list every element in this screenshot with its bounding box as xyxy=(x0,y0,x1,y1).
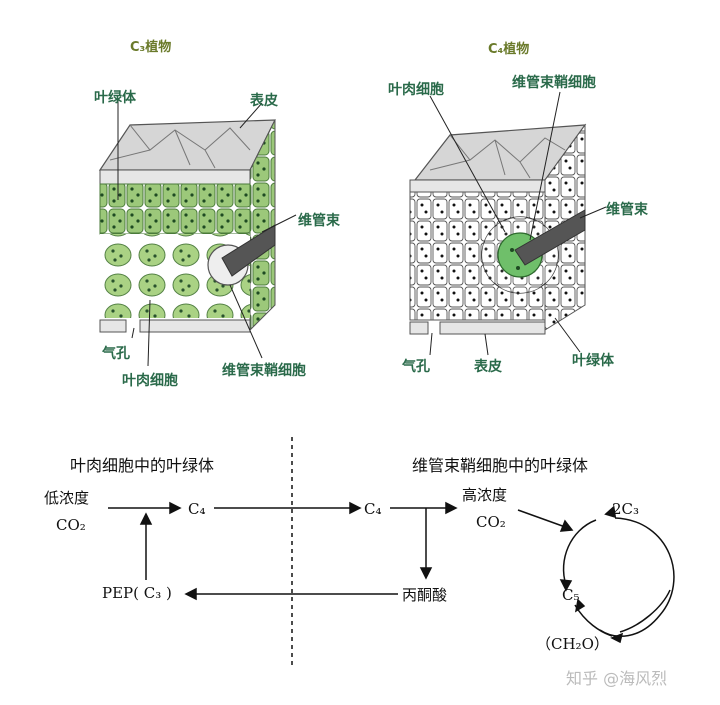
pyruvate-label: 丙酮酸 xyxy=(402,586,448,604)
c4-vascular-bundle-label: 维管束 xyxy=(606,202,648,218)
c4-stoma-label: 气孔 xyxy=(402,359,430,375)
pep-c3-label: PEP( C₃ ) xyxy=(102,584,172,602)
c4-right-label: C₄ xyxy=(364,500,382,518)
c3-stoma-label: 气孔 xyxy=(102,346,130,362)
c4-leaf-block xyxy=(409,91,607,356)
c5-label: C₅ xyxy=(562,586,580,604)
c3-leaf-block xyxy=(98,100,297,367)
low-concentration-label: 低浓度 xyxy=(44,489,90,507)
co2-right-label: CO₂ xyxy=(476,513,506,531)
c3-chloroplast-label: 叶绿体 xyxy=(94,90,136,106)
high-concentration-label: 高浓度 xyxy=(462,486,508,504)
c3-epidermis-label: 表皮 xyxy=(250,93,278,109)
c3-bundle-sheath-label: 维管束鞘细胞 xyxy=(222,363,306,379)
watermark: 知乎 @海风烈 xyxy=(566,669,668,688)
co2-left-label: CO₂ xyxy=(56,516,86,534)
mesophyll-chloroplast-header: 叶肉细胞中的叶绿体 xyxy=(70,456,215,475)
c4-mesophyll-label: 叶肉细胞 xyxy=(388,82,444,98)
bundle-sheath-chloroplast-header: 维管束鞘细胞中的叶绿体 xyxy=(412,456,589,475)
c3-vascular-bundle-label: 维管束 xyxy=(298,213,340,229)
c4-bundle-sheath-label: 维管束鞘细胞 xyxy=(512,75,596,91)
pathway-arrows xyxy=(108,437,675,665)
c3-mesophyll-label: 叶肉细胞 xyxy=(122,373,178,389)
c4-left-label: C₄ xyxy=(188,500,206,518)
c4-epidermis-label: 表皮 xyxy=(474,359,502,375)
c3-plant-title: C₃植物 xyxy=(130,40,172,55)
ch2o-label: （CH₂O） xyxy=(536,635,609,653)
c4-plant-title: C₄植物 xyxy=(488,42,530,57)
c4-chloroplast-label: 叶绿体 xyxy=(572,353,614,369)
two-c3-label: 2C₃ xyxy=(612,500,640,518)
